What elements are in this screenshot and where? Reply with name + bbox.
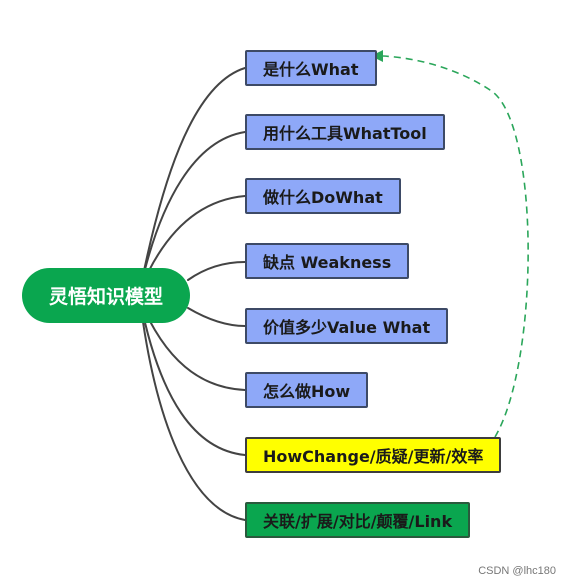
dashed-link-arrow [382, 55, 529, 438]
connector-weakness [187, 261, 246, 281]
node-label: 价值多少Value What [263, 318, 431, 337]
root-label: 灵悟知识模型 [48, 286, 163, 308]
node-label: 是什么What [263, 60, 359, 79]
node-how[interactable]: 怎么做How [245, 372, 369, 408]
node-how-change[interactable]: HowChange/质疑/更新/效率 [245, 437, 502, 473]
node-label: 关联/扩展/对比/颠覆/Link [263, 512, 453, 531]
root-node[interactable]: 灵悟知识模型 [22, 268, 190, 323]
connector-link [139, 299, 246, 521]
node-link[interactable]: 关联/扩展/对比/颠覆/Link [245, 502, 471, 538]
connector-value-what [187, 307, 246, 327]
node-do-what[interactable]: 做什么DoWhat [245, 178, 401, 214]
node-is-what[interactable]: 是什么What [245, 50, 377, 86]
node-label: 用什么工具WhatTool [263, 124, 427, 143]
connector-what-tool [139, 131, 246, 291]
node-label: 怎么做How [263, 382, 351, 401]
dashed-link-arrowhead [371, 50, 383, 62]
node-label: 缺点 Weakness [263, 253, 392, 272]
node-weakness[interactable]: 缺点 Weakness [245, 243, 410, 279]
connector-how-change [139, 299, 246, 456]
watermark: CSDN @lhc180 [478, 565, 556, 577]
node-label: HowChange/质疑/更新/效率 [263, 447, 484, 466]
node-value-what[interactable]: 价值多少Value What [245, 308, 449, 344]
connector-is-what [139, 67, 246, 291]
node-what-tool[interactable]: 用什么工具WhatTool [245, 114, 445, 150]
node-label: 做什么DoWhat [263, 188, 383, 207]
